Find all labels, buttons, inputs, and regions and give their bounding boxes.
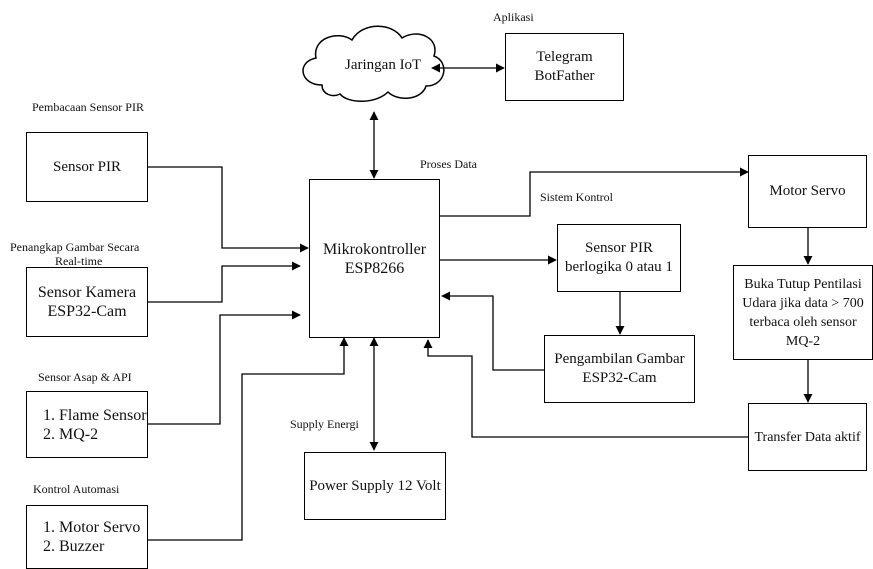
arrow-kamera-mcu bbox=[148, 261, 301, 303]
arrow-mcu-servo bbox=[440, 167, 749, 217]
pir-logic-box: Sensor PIR berlogika 0 atau 1 bbox=[557, 224, 681, 292]
arrow-flame-mcu bbox=[148, 310, 301, 425]
power-supply-box: Power Supply 12 Volt bbox=[304, 452, 446, 520]
transfer-data-box: Transfer Data aktif bbox=[748, 403, 867, 471]
motor-buzzer-box: 1. Motor Servo 2. Buzzer bbox=[26, 505, 148, 569]
pir-logic-line-1: Sensor PIR bbox=[585, 240, 653, 256]
flame-mq2-box: 1. Flame Sensor 2. MQ-2 bbox=[26, 391, 148, 458]
caption-sistem-kontrol: Sistem Kontrol bbox=[540, 190, 614, 204]
pengambilan-line-1: Pengambilan Gambar bbox=[554, 351, 685, 367]
transfer-label: Transfer Data aktif bbox=[754, 429, 861, 445]
sensor-pir-box: Sensor PIR bbox=[26, 132, 148, 202]
caption-penangkap-gambar-2: Real-time bbox=[55, 254, 103, 268]
mikrokontroller-box: Mikrokontroller ESP8266 bbox=[309, 179, 440, 338]
arrow-transfer-mcu bbox=[423, 339, 748, 438]
caption-penangkap-gambar-1: Penangkap Gambar Secara bbox=[10, 240, 140, 254]
buka-tutup-line-2: Udara jika data > 700 bbox=[742, 295, 864, 311]
caption-supply-energi: Supply Energi bbox=[290, 417, 359, 431]
flame-line-1: 1. Flame Sensor bbox=[43, 406, 147, 424]
pengambilan-gambar-box: Pengambilan Gambar ESP32-Cam bbox=[544, 335, 695, 403]
flame-line-2: 2. MQ-2 bbox=[43, 425, 99, 443]
motor-servo-box: Motor Servo bbox=[748, 155, 867, 228]
arrow-pir-mcu bbox=[148, 166, 309, 253]
motor-servo-label: Motor Servo bbox=[769, 183, 846, 199]
buka-tutup-box: Buka Tutup Pentilasi Udara jika data > 7… bbox=[733, 265, 873, 360]
buka-tutup-line-1: Buka Tutup Pentilasi bbox=[744, 276, 862, 292]
caption-pembacaan-pir: Pembacaan Sensor PIR bbox=[32, 100, 144, 114]
sensor-kamera-line-2: ESP32-Cam bbox=[47, 303, 127, 320]
arrow-motor-mcu bbox=[148, 337, 349, 541]
caption-kontrol-automasi: Kontrol Automasi bbox=[33, 482, 120, 496]
mikrokontroller-line-1: Mikrokontroller bbox=[322, 240, 427, 258]
telegram-line-2: BotFather bbox=[534, 68, 595, 84]
caption-sensor-asap: Sensor Asap & API bbox=[38, 370, 132, 384]
pir-logic-line-2: berlogika 0 atau 1 bbox=[565, 259, 673, 275]
motor-buzzer-line-1: 1. Motor Servo bbox=[43, 519, 141, 536]
motor-buzzer-line-2: 2. Buzzer bbox=[43, 538, 105, 555]
pengambilan-line-2: ESP32-Cam bbox=[582, 370, 657, 386]
sensor-kamera-box: Sensor Kamera ESP32-Cam bbox=[26, 267, 148, 337]
sensor-pir-label: Sensor PIR bbox=[53, 158, 121, 175]
cloud-shape bbox=[302, 25, 445, 102]
telegram-line-1: Telegram bbox=[536, 49, 593, 65]
buka-tutup-line-4: MQ-2 bbox=[785, 333, 821, 349]
arrow-pengambilan-mcu bbox=[441, 291, 544, 371]
mikrokontroller-line-2: ESP8266 bbox=[344, 259, 405, 277]
sensor-kamera-line-1: Sensor Kamera bbox=[37, 284, 137, 301]
caption-aplikasi: Aplikasi bbox=[493, 10, 534, 24]
telegram-botfather-box: Telegram BotFather bbox=[505, 33, 624, 101]
caption-proses-data: Proses Data bbox=[420, 157, 477, 171]
cloud-label: Jaringan IoT bbox=[345, 57, 422, 73]
buka-tutup-line-3: terbaca oleh sensor bbox=[749, 314, 857, 330]
power-supply-label: Power Supply 12 Volt bbox=[309, 477, 441, 494]
